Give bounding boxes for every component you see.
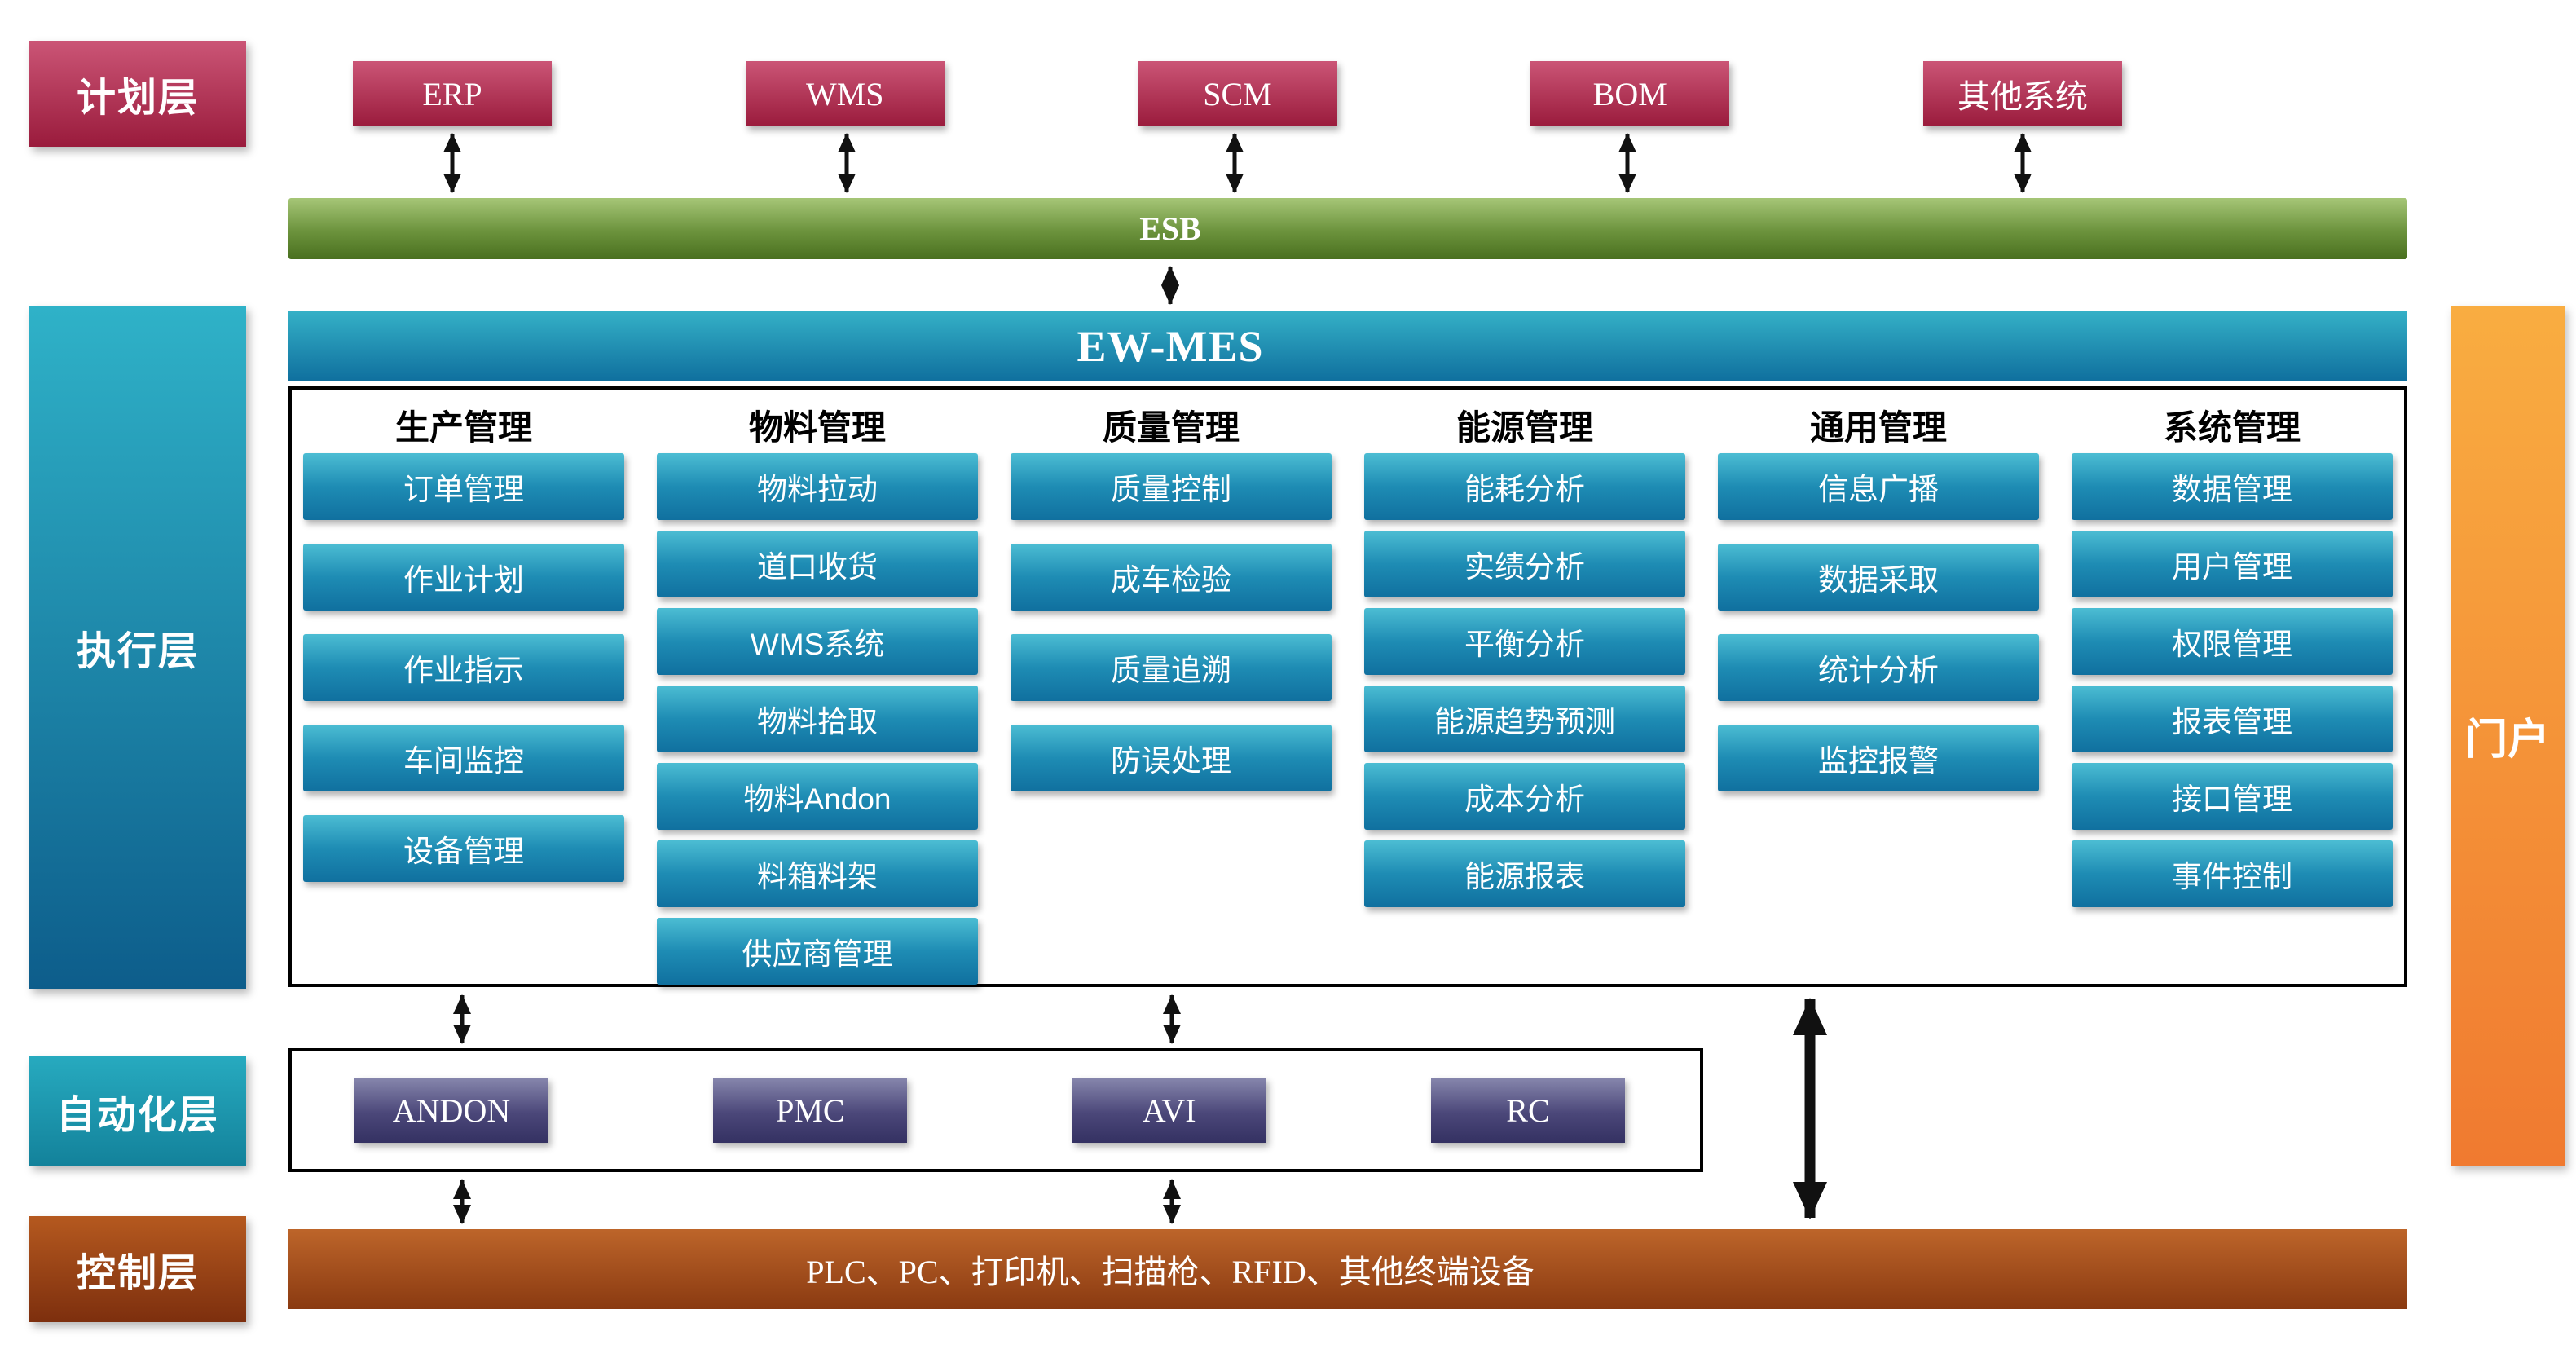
layer-label-control: 控制层 xyxy=(29,1216,246,1322)
mes-column-items: 数据管理用户管理权限管理报表管理接口管理事件控制 xyxy=(2072,453,2393,907)
mes-module-button: 实绩分析 xyxy=(1364,531,1685,597)
planning-system-box: BOM xyxy=(1530,61,1730,126)
mes-module-button: 道口收货 xyxy=(657,531,978,597)
mes-column-header: 通用管理 xyxy=(1809,408,1947,447)
mes-columns: 生产管理订单管理作业计划作业指示车间监控设备管理 物料管理物料拉动道口收货 WMS系… xyxy=(292,390,2404,985)
mes-column: 物料管理物料拉动道口收货 WMS系统物料拾取物料Andon 料箱料架供应商管理 xyxy=(657,401,978,985)
mes-column: 能源管理能耗分析实绩分析平衡分析能源趋势预测成本分析能源报表 xyxy=(1364,401,1685,984)
layer-label-planning: 计划层 xyxy=(29,41,246,147)
mes-column-items: 质量控制成车检验质量追溯防误处理 xyxy=(1011,453,1332,791)
planning-system-box: 其他系统 xyxy=(1923,61,2122,126)
layer-label-automation-text: 自动化层 xyxy=(55,1094,219,1137)
mes-module-button: 监控报警 xyxy=(1718,725,2039,791)
mes-module-button: 车间监控 xyxy=(303,725,624,791)
mes-module-button: 成车检验 xyxy=(1011,544,1332,611)
mes-module-button: 订单管理 xyxy=(303,453,624,520)
automation-panel: ANDON PMC AVI RC xyxy=(288,1048,1703,1172)
mes-module-button: WMS系统 xyxy=(657,608,978,675)
portal-label: 门户 xyxy=(2464,716,2550,764)
mes-module-button: 能源趋势预测 xyxy=(1364,686,1685,752)
mes-module-button: 能源报表 xyxy=(1364,840,1685,907)
layer-label-execution: 执行层 xyxy=(29,306,246,989)
mes-module-button: 作业计划 xyxy=(303,544,624,611)
mes-module-button: 质量控制 xyxy=(1011,453,1332,520)
mes-column-header: 系统管理 xyxy=(2163,408,2301,447)
esb-label: ESB xyxy=(1139,210,1201,247)
mes-column-header: 生产管理 xyxy=(394,408,532,447)
mes-module-button: 数据采取 xyxy=(1718,544,2039,611)
mes-column-items: 信息广播数据采取统计分析监控报警 xyxy=(1718,453,2039,791)
automation-system-box: ANDON xyxy=(354,1078,548,1143)
mes-column-items: 能耗分析实绩分析平衡分析能源趋势预测成本分析能源报表 xyxy=(1364,453,1685,907)
mes-module-button: 统计分析 xyxy=(1718,634,2039,701)
mes-column: 系统管理数据管理用户管理权限管理报表管理接口管理事件控制 xyxy=(2072,401,2393,984)
mes-column: 质量管理质量控制成车检验质量追溯防误处理 xyxy=(1011,401,1332,984)
mes-module-button: 报表管理 xyxy=(2072,686,2393,752)
planning-system-box: SCM xyxy=(1138,61,1337,126)
mes-module-button: 权限管理 xyxy=(2072,608,2393,675)
mes-module-button: 物料拾取 xyxy=(657,686,978,752)
mes-module-button: 能耗分析 xyxy=(1364,453,1685,520)
portal-bar: 门户 xyxy=(2451,306,2565,1166)
control-devices-label: PLC、PC、打印机、扫描枪、RFID、其他终端设备 xyxy=(806,1254,1535,1290)
automation-system-box: PMC xyxy=(713,1078,908,1143)
mes-column-header: 质量管理 xyxy=(1102,408,1240,447)
mes-module-button: 作业指示 xyxy=(303,634,624,701)
mes-module-button: 设备管理 xyxy=(303,815,624,882)
control-devices-bar: PLC、PC、打印机、扫描枪、RFID、其他终端设备 xyxy=(288,1229,2407,1309)
mes-title: EW-MES xyxy=(1077,321,1264,371)
mes-module-button: 平衡分析 xyxy=(1364,608,1685,675)
mes-module-button: 用户管理 xyxy=(2072,531,2393,597)
planning-systems-row: ERP WMS SCM BOM 其他系统 xyxy=(353,61,2122,126)
mes-module-button: 供应商管理 xyxy=(657,918,978,985)
mes-module-button: 数据管理 xyxy=(2072,453,2393,520)
automation-systems-row: ANDON PMC AVI RC xyxy=(354,1078,1625,1143)
mes-module-button: 成本分析 xyxy=(1364,763,1685,830)
mes-column-header: 物料管理 xyxy=(748,408,886,447)
mes-column-header: 能源管理 xyxy=(1455,408,1593,447)
layer-label-control-text: 控制层 xyxy=(76,1252,199,1295)
automation-system-box: RC xyxy=(1430,1078,1625,1143)
mes-column-items: 物料拉动道口收货 WMS系统物料拾取物料Andon 料箱料架供应商管理 xyxy=(657,453,978,985)
mes-modules-panel: 生产管理订单管理作业计划作业指示车间监控设备管理 物料管理物料拉动道口收货 WMS系… xyxy=(288,386,2407,987)
mes-module-button: 事件控制 xyxy=(2072,840,2393,907)
planning-system-box: WMS xyxy=(745,61,945,126)
automation-system-box: AVI xyxy=(1072,1078,1266,1143)
layer-label-execution-text: 执行层 xyxy=(76,630,199,673)
mes-module-button: 防误处理 xyxy=(1011,725,1332,791)
layer-label-automation: 自动化层 xyxy=(29,1056,246,1166)
mes-module-button: 料箱料架 xyxy=(657,840,978,907)
mes-module-button: 物料拉动 xyxy=(657,453,978,520)
layer-label-planning-text: 计划层 xyxy=(76,77,199,120)
mes-title-bar: EW-MES xyxy=(288,311,2407,381)
mes-column: 生产管理订单管理作业计划作业指示车间监控设备管理 xyxy=(303,401,624,984)
mes-column: 通用管理信息广播数据采取统计分析监控报警 xyxy=(1718,401,2039,984)
mes-module-button: 质量追溯 xyxy=(1011,634,1332,701)
mes-module-button: 接口管理 xyxy=(2072,763,2393,830)
mes-column-items: 订单管理作业计划作业指示车间监控设备管理 xyxy=(303,453,624,882)
esb-bar: ESB xyxy=(288,198,2407,259)
mes-module-button: 信息广播 xyxy=(1718,453,2039,520)
planning-system-box: ERP xyxy=(353,61,552,126)
mes-module-button: 物料Andon xyxy=(657,763,978,830)
